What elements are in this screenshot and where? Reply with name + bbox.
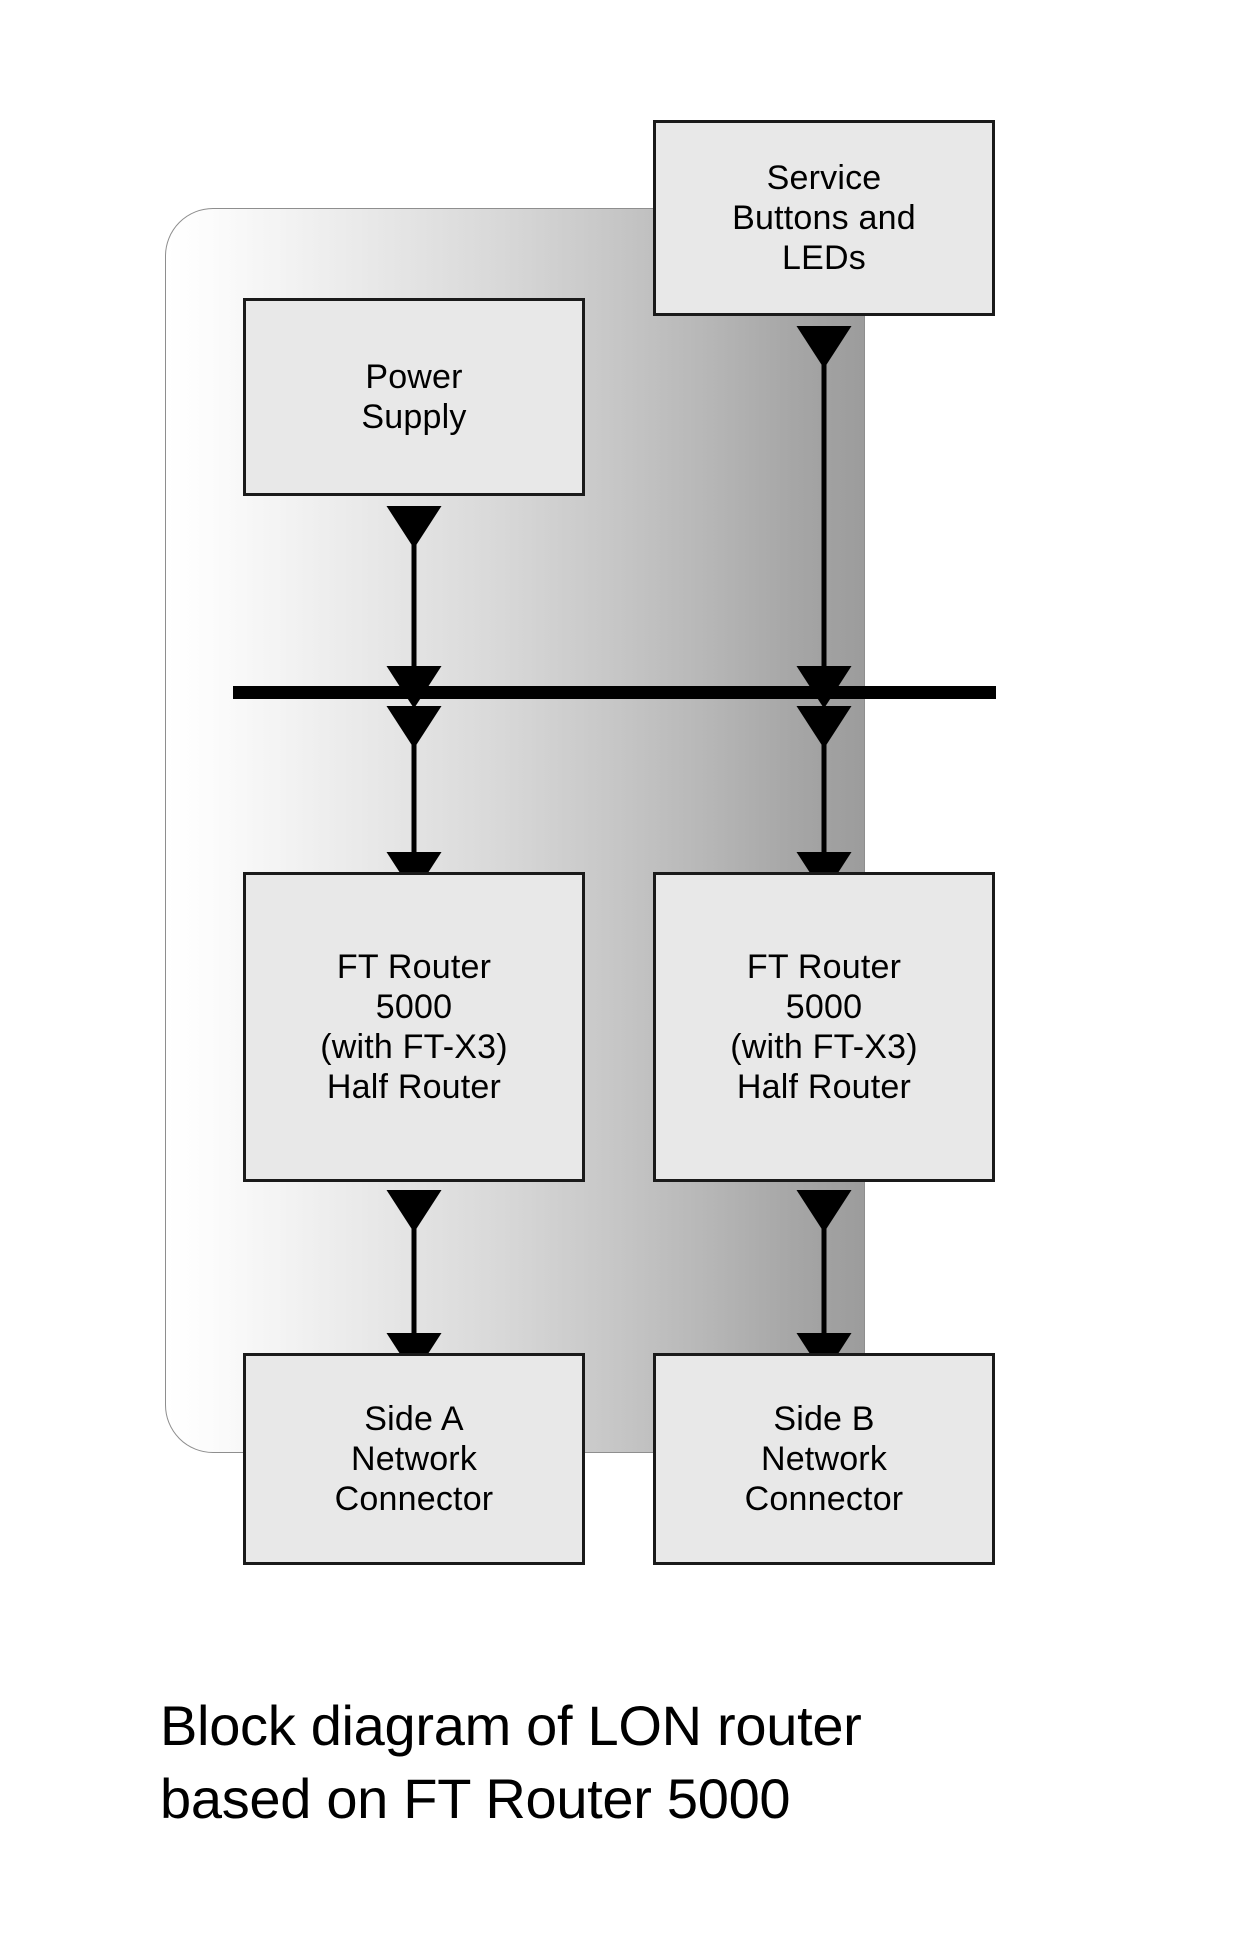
block-service-line-2: Buttons and xyxy=(732,198,916,237)
block-ft-right-line-1: FT Router xyxy=(746,947,902,986)
block-ft-right-line-2: 5000 xyxy=(785,987,863,1026)
figure-caption-line-2: based on FT Router 5000 xyxy=(160,1766,791,1830)
block-ft-router-5000-left: FT Router 5000 (with FT-X3) Half Router xyxy=(243,872,585,1182)
figure-caption-line-1: Block diagram of LON router xyxy=(160,1694,862,1757)
figure-caption: Block diagram of LON router based on FT … xyxy=(160,1690,1160,1836)
block-conn-b-line-2: Network xyxy=(760,1439,888,1478)
block-service-line-1: Service xyxy=(766,158,882,197)
block-service-buttons-and-leds: Service Buttons and LEDs xyxy=(653,120,995,316)
internal-bus-bar xyxy=(233,686,996,699)
block-side-b-network-connector: Side B Network Connector xyxy=(653,1353,995,1565)
block-side-a-network-connector: Side A Network Connector xyxy=(243,1353,585,1565)
block-conn-a-line-2: Network xyxy=(350,1439,478,1478)
block-conn-a-line-1: Side A xyxy=(364,1399,464,1438)
block-ft-left-line-2: 5000 xyxy=(375,987,453,1026)
block-conn-a-line-3: Connector xyxy=(334,1480,494,1519)
block-conn-b-line-3: Connector xyxy=(744,1480,904,1519)
block-power-supply-line-1: Power xyxy=(365,357,463,396)
block-ft-left-line-4: Half Router xyxy=(326,1068,502,1107)
block-ft-left-line-3: (with FT-X3) xyxy=(320,1028,508,1066)
block-service-line-3: LEDs xyxy=(782,239,866,278)
block-conn-b-line-1: Side B xyxy=(773,1399,875,1438)
block-ft-left-line-1: FT Router xyxy=(336,947,492,986)
block-ft-right-line-3: (with FT-X3) xyxy=(730,1028,918,1066)
block-power-supply-line-2: Supply xyxy=(361,398,467,436)
block-power-supply: Power Supply xyxy=(243,298,585,496)
block-ft-router-5000-right: FT Router 5000 (with FT-X3) Half Router xyxy=(653,872,995,1182)
block-ft-right-line-4: Half Router xyxy=(736,1068,912,1107)
